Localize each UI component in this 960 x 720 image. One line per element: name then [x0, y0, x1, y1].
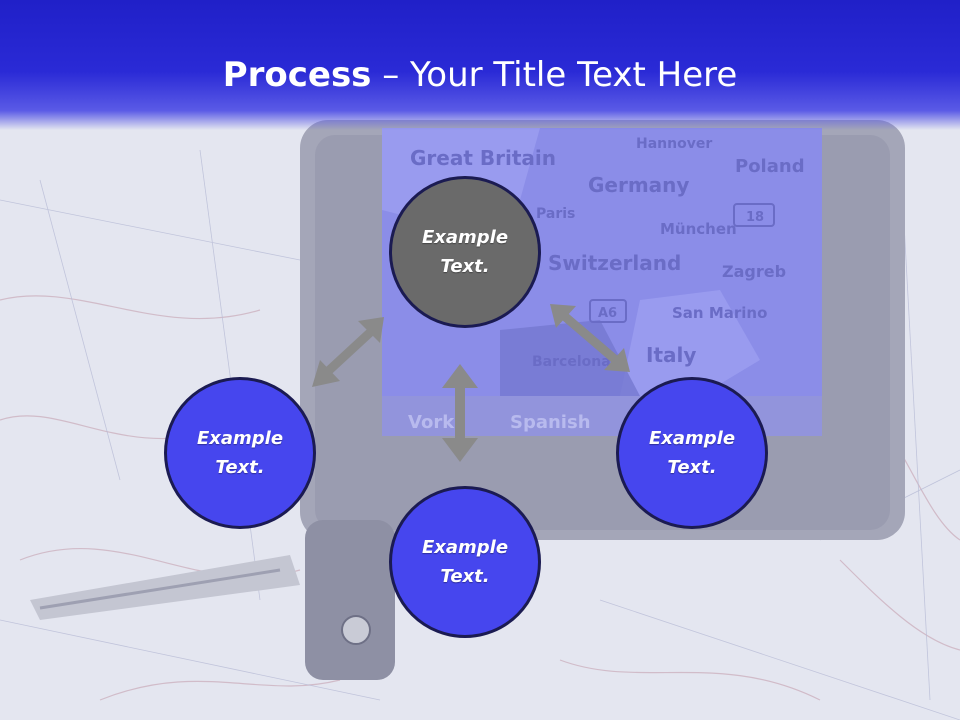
road-sign-a6: A6: [589, 299, 627, 323]
map-label-hannover: Hannover: [636, 136, 712, 152]
map-label-barcelona: Barcelona: [532, 354, 611, 370]
svg-text:A6: A6: [598, 306, 617, 321]
slide-title-rest: – Your Title Text Here: [371, 55, 738, 95]
process-node-top: Example Text.: [389, 176, 541, 328]
map-label-italy: Italy: [646, 343, 696, 367]
double-arrow-vertical: [442, 364, 478, 462]
slide-title: Process – Your Title Text Here: [0, 52, 960, 98]
slide-title-bold: Process: [222, 55, 372, 95]
svg-text:18: 18: [746, 210, 764, 225]
process-node-left: Example Text.: [164, 377, 316, 529]
road-sign-18: 18: [733, 203, 775, 227]
double-arrow-up-right: [550, 304, 630, 372]
map-label-zagreb: Zagreb: [722, 262, 786, 281]
map-label-great-britain: Great Britain: [410, 146, 556, 170]
title-bar: Process – Your Title Text Here: [0, 0, 960, 130]
map-label-san-marino: San Marino: [672, 304, 767, 322]
map-label-paris: Paris: [536, 206, 575, 222]
process-node-right-text: Example Text.: [648, 428, 736, 478]
map-label-germany: Germany: [588, 173, 689, 197]
map-label-switzerland: Switzerland: [548, 251, 681, 275]
process-node-right: Example Text.: [616, 377, 768, 529]
map-label-spanish: Spanish: [510, 412, 591, 433]
map-label-munchen: München: [660, 220, 737, 238]
process-node-top-text: Example Text.: [421, 227, 509, 277]
process-node-bottom: Example Text.: [389, 486, 541, 638]
process-node-bottom-text: Example Text.: [421, 537, 509, 587]
double-arrow-up-left: [312, 317, 384, 387]
map-label-vork: Vork: [408, 412, 455, 433]
process-node-left-text: Example Text.: [196, 428, 284, 478]
car-key: [30, 520, 395, 680]
map-label-poland: Poland: [735, 156, 805, 177]
